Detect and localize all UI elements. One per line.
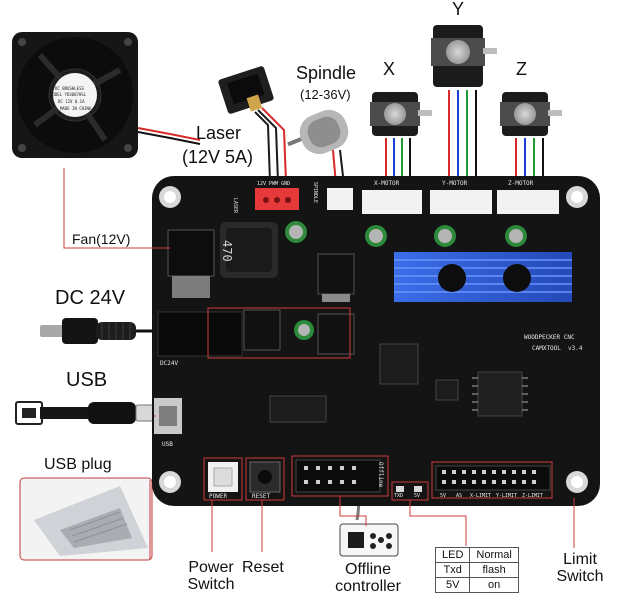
silk-txd: TXD [394,493,404,499]
silk-5v: 5V [414,493,421,499]
fan-origin: MADE IN CHINA [60,106,92,111]
pcb [152,176,600,506]
label-offline-line1: Offline [345,561,391,578]
label-y-motor: Y [452,0,465,19]
label-offline-line2: controller [335,577,401,595]
label-fan: Fan(12V) [72,231,131,247]
silk-offline: Offline [377,462,384,488]
label-offline-controller: Offline controller [326,561,410,596]
stepper-motor-x [370,92,432,136]
silk-laser-pins: 12V PWM GND [257,181,291,187]
led-status-table: LED Normal Txd flash 5V on [434,547,519,593]
led-txd-state: flash [469,562,519,578]
label-power-switch-line2: Switch [187,575,235,593]
silk-spindle: SPINDLE [312,182,318,204]
laser-module [218,66,274,114]
silk-model: CAMXTOOL [532,345,561,352]
label-z-motor: Z [516,59,527,79]
label-spindle-voltage: (12-36V) [300,87,351,102]
table-row: 5V on [434,577,519,593]
silk-reset: RESET [252,493,271,500]
silk-limit-pin-2: X-LIMIT [470,493,492,499]
spindle-motor [287,109,349,155]
label-power-switch: Power Switch [185,559,237,594]
label-laser-spec: (12V 5A) [182,147,254,167]
silk-power: POWER [209,493,228,500]
led-5v: 5V [434,577,471,593]
offline-controller [339,494,399,557]
fan-rating: DC 12V 0.1A [58,99,85,104]
silk-limit-pin-3: Y-LIMIT [496,493,518,499]
silk-z-motor: Z-MOTOR [508,180,534,187]
silk-limit-pin-4: Z-LIMIT [522,493,544,499]
usb-cable [15,401,155,425]
label-limit-line2: Switch [556,567,604,585]
silk-y-motor: Y-MOTOR [442,180,468,187]
led-5v-state: on [469,577,519,593]
silk-version: v3.4 [568,345,583,352]
fan-brand-line1: DC BRUSHLESS [55,86,84,91]
stepper-motor-z [500,92,562,136]
fan [12,32,138,158]
silk-limit-pin-1: AS [456,493,463,499]
table-row: Txd flash [434,562,519,578]
led-header-normal: Normal [469,547,519,563]
table-row: LED Normal [434,547,519,563]
silk-usb: USB [162,441,173,448]
led-header-led: LED [434,547,471,563]
silk-x-motor: X-MOTOR [374,180,400,187]
silk-inductor: 470 [220,240,234,262]
dc-jack [40,318,155,344]
callouts [63,168,575,560]
label-power-switch-line1: Power [188,559,234,576]
wires [137,90,544,186]
silk-dc24v: DC24V [160,360,179,367]
label-dc: DC 24V [55,287,126,309]
silk-laser: LASER [232,198,238,214]
led-txd: Txd [434,562,471,578]
label-usb-plug: USB plug [44,456,112,473]
fan-brand-line2: MODEL YD3007HSL [50,92,87,97]
label-reset: Reset [242,559,284,576]
silk-brand: WOODPECKER CNC [524,334,575,341]
label-laser: Laser [196,123,242,143]
label-limit-line1: Limit [563,551,597,568]
laptop [19,477,153,561]
label-spindle: Spindle [296,63,357,83]
label-x-motor: X [383,59,396,79]
stepper-motor-y [431,25,497,87]
label-limit-switch: Limit Switch [552,551,608,586]
silk-limit-pin-0: 5V [440,493,447,499]
label-usb: USB [66,369,108,391]
